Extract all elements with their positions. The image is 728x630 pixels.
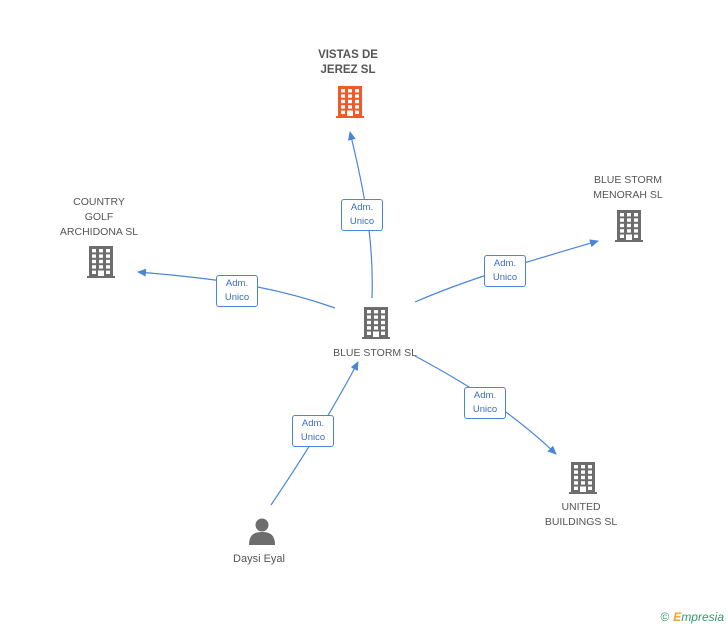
- edge-badge-line1: Adm.: [301, 418, 325, 429]
- edge-badge-line2: Unico: [224, 292, 250, 303]
- node-label-center[interactable]: BLUE STORM SL: [333, 347, 417, 359]
- edge-badge-united: Adm. Unico: [464, 387, 506, 419]
- copyright-symbol: ©: [660, 610, 670, 624]
- node-label-country[interactable]: COUNTRY GOLF ARCHIDONA SL: [59, 196, 139, 238]
- brand-initial: E: [673, 610, 682, 624]
- person-icon-daysi: [249, 518, 275, 545]
- edge-badge-daysi: Adm. Unico: [292, 415, 334, 447]
- edge-badge-menorah: Adm. Unico: [484, 255, 526, 287]
- empresia-logo[interactable]: ©Empresia: [660, 610, 724, 624]
- node-label-menorah[interactable]: BLUE STORM MENORAH SL: [593, 174, 663, 201]
- node-label-daysi[interactable]: Daysi Eyal: [233, 553, 285, 565]
- building-icon-country: [87, 246, 115, 278]
- building-icon-united: [569, 462, 597, 494]
- node-label-united[interactable]: UNITED BUILDINGS SL: [544, 501, 618, 528]
- edge-badge-line2: Unico: [492, 272, 518, 283]
- edge-badge-vistas: Adm. Unico: [341, 199, 383, 231]
- edge-badge-line1: Adm.: [473, 390, 497, 401]
- building-icon-vistas: [336, 86, 364, 118]
- building-icon-center: [362, 307, 390, 339]
- edge-badge-line1: Adm.: [225, 278, 249, 289]
- edge-badge-line1: Adm.: [350, 202, 374, 213]
- edge-badge-line2: Unico: [349, 216, 375, 227]
- edge-badge-line2: Unico: [300, 432, 326, 443]
- edge-badge-line1: Adm.: [493, 258, 517, 269]
- node-label-vistas[interactable]: VISTAS DE JEREZ SL: [318, 49, 378, 76]
- edge-badge-country: Adm. Unico: [216, 275, 258, 307]
- edge-badge-line2: Unico: [472, 404, 498, 415]
- building-icon-menorah: [615, 210, 643, 242]
- brand-name: mpresia: [681, 610, 724, 624]
